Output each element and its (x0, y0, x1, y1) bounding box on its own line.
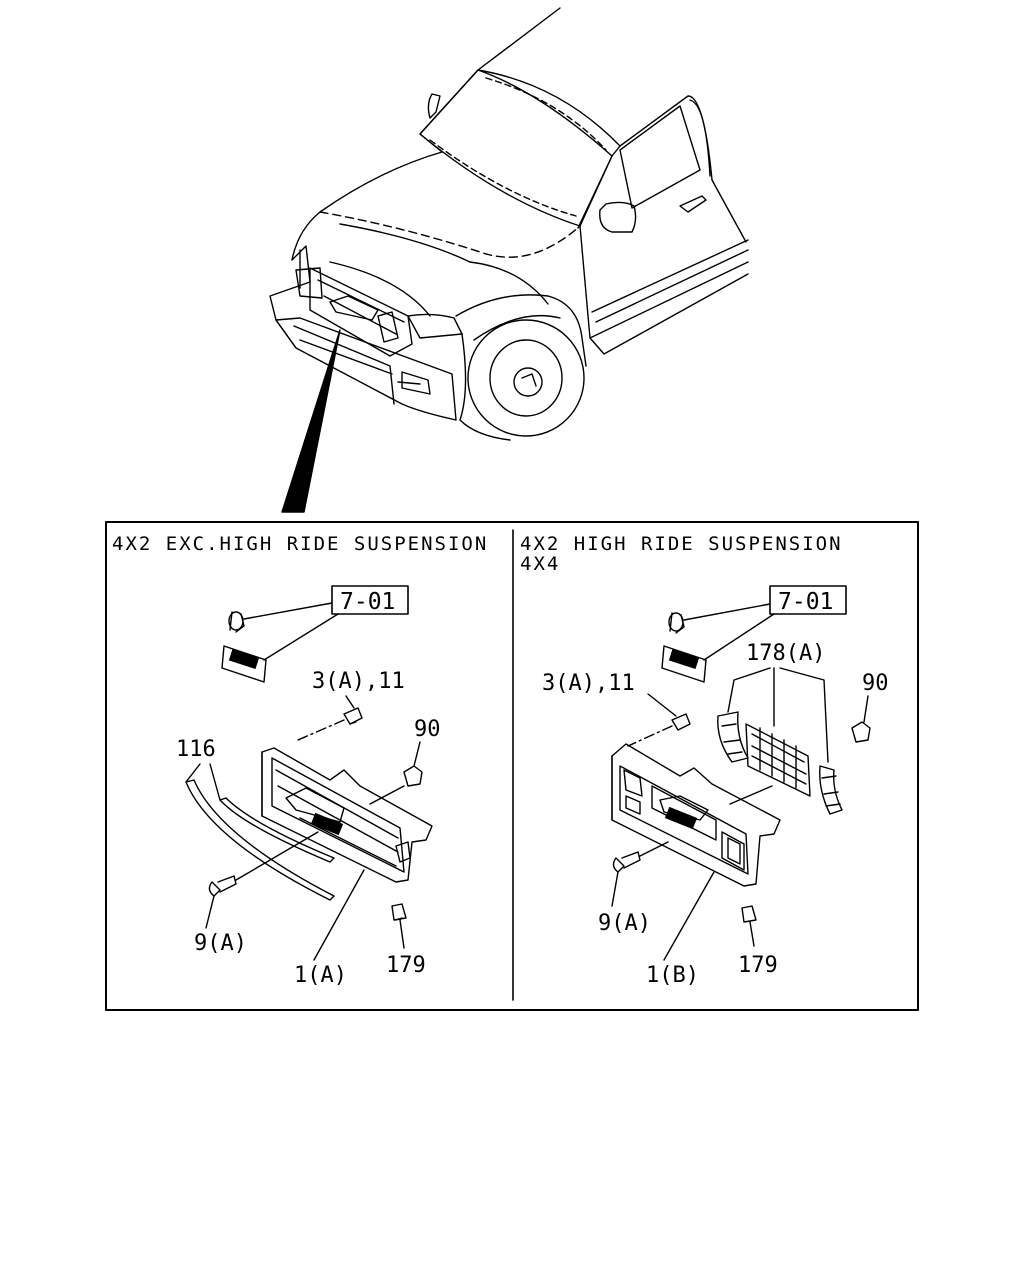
label-clip-3a-11[interactable]: 3(A),11 (312, 669, 405, 694)
grommet-90 (403, 765, 423, 787)
grille-insert-178a (717, 711, 843, 815)
vehicle-illustration (269, 7, 749, 513)
clip-179 (391, 903, 407, 921)
label-grille-1a[interactable]: 1(A) (294, 963, 347, 988)
grille-1a (261, 747, 433, 883)
label-clip-179[interactable]: 179 (738, 953, 778, 978)
right-panel-header-line2: 4X4 (520, 553, 560, 575)
right-panel-header-line1: 4X2 HIGH RIDE SUSPENSION (520, 533, 843, 555)
label-grille-1b[interactable]: 1(B) (646, 963, 699, 988)
grille-clip-3a (343, 707, 363, 725)
label-screw-9a[interactable]: 9(A) (598, 911, 651, 936)
right-ref-box (769, 585, 847, 615)
grommet-90 (851, 721, 871, 743)
label-grommet-90[interactable]: 90 (414, 717, 441, 742)
label-clip-179[interactable]: 179 (386, 953, 426, 978)
left-panel-header: 4X2 EXC.HIGH RIDE SUSPENSION (112, 533, 488, 555)
label-insert-178a[interactable]: 178(A) (746, 641, 825, 666)
left-ref-box-label[interactable]: 7-01 (340, 589, 395, 615)
right-ref-box-label[interactable]: 7-01 (778, 589, 833, 615)
label-screw-9a[interactable]: 9(A) (194, 931, 247, 956)
label-clip-3a-11[interactable]: 3(A),11 (542, 671, 635, 696)
right-panel: 4X2 HIGH RIDE SUSPENSION 4X4 7-01 178(A) (520, 533, 889, 988)
label-molding-116[interactable]: 116 (176, 737, 216, 762)
emblem-clip (668, 612, 685, 634)
screw-9a (612, 851, 641, 873)
diagram-frame (105, 521, 919, 1011)
molding-116 (185, 779, 335, 901)
emblem-clip (228, 611, 245, 633)
left-ref-box (331, 585, 409, 615)
label-grommet-90[interactable]: 90 (862, 671, 889, 696)
left-panel: 4X2 EXC.HIGH RIDE SUSPENSION 7-01 3(A),1… (112, 533, 488, 988)
grille-1b (611, 743, 781, 887)
emblem (221, 645, 267, 683)
emblem (661, 645, 707, 683)
screw-9a (208, 875, 237, 897)
clip-179 (741, 905, 757, 923)
grille-clip-3a (671, 713, 691, 731)
